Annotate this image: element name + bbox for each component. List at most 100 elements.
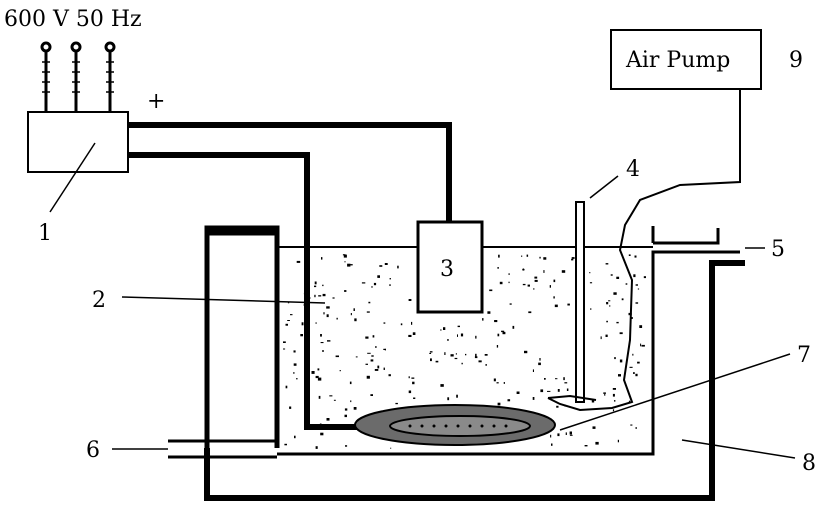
electrolyte-speck [311,371,315,374]
electrolyte-speck [616,276,620,279]
electrolyte-speck [533,288,535,290]
electrolyte-speck [379,265,383,267]
electrolyte-speck [413,397,416,399]
marker-3: 3 [440,257,454,282]
electrolyte-speck [478,360,482,363]
electrolyte-speck [526,254,529,257]
electrolyte-speck [592,426,596,429]
electrolyte-speck [296,260,301,263]
electrolyte-speck [343,254,347,258]
electrolyte-speck [293,350,296,353]
electrolyte-speck [314,281,317,285]
electrolyte-speck [564,404,566,407]
electrolyte-speck [600,336,602,340]
electrolyte-speck [314,294,316,298]
electrolyte-speck [630,317,633,319]
electrolyte-speck [395,402,398,405]
electrolyte-speck [365,336,369,339]
electrolyte-speck [565,432,567,435]
electrolyte-speck [347,263,351,267]
electrolyte-speck [630,424,633,426]
electrolyte-speck [590,308,592,310]
electrolyte-speck [569,434,573,436]
electrolyte-speck [639,325,643,328]
electrolyte-speck [303,303,306,306]
leader-7 [559,353,791,431]
electrolyte-speck [372,335,375,338]
electrolyte-speck [353,407,357,410]
electrolyte-speck [497,267,499,269]
electrolyte-speck [303,292,306,295]
electrolyte-speck [613,292,617,295]
electrolyte-speck [633,274,636,278]
electrolyte-speck [412,381,415,385]
electrolyte-speck [390,447,392,449]
electrolyte-speck [509,303,512,305]
electrolyte-speck [532,397,535,400]
electrolyte-speck [532,369,534,372]
electrolyte-speck [487,311,491,314]
electrolyte-speck [350,400,352,403]
electrolyte-speck [314,285,317,288]
electrolyte-speck [612,409,615,412]
electrolyte-speck [635,284,638,286]
electrolyte-speck [551,443,553,446]
electrolyte-speck [584,445,588,447]
inlet-pipe [204,225,280,448]
electrolyte-speck [557,389,560,392]
electrolyte-speck [329,395,333,397]
electrolyte-speck [564,382,568,384]
leader-lines [49,142,796,459]
electrolyte-speck [283,341,286,343]
electrolyte-speck [315,446,318,449]
electrolyte-speck [320,334,322,337]
electrolyte-speck [640,343,642,347]
electrolyte-speck [284,443,287,446]
electrolyte-speck [345,445,348,447]
electrolyte-speck [388,374,391,377]
electrolyte-speck [605,334,608,337]
electrolyte-speck [333,399,336,401]
electrolyte-speck [440,384,444,387]
electrolyte-speck [389,284,391,286]
electrolyte-speck [374,369,379,371]
electrolyte-speck [429,351,433,353]
electrolyte-speck [349,264,353,266]
electrolyte-speck [440,329,442,331]
electrolyte-speck [349,381,352,385]
electrolyte-speck [567,303,570,306]
electrolyte-speck [629,366,633,368]
electrolyte-speck [501,330,505,333]
electrolyte-speck [604,394,606,396]
electrolyte-speck [625,283,628,285]
electrolyte-speck [493,378,496,382]
electrolyte-speck [389,278,391,280]
electrolyte-speck [400,323,403,326]
electrolyte-speck [494,320,498,323]
electrolyte-speck [571,258,574,261]
thermometer-4 [575,201,585,403]
power-supply-box [27,111,129,173]
air-hose [547,89,741,412]
electrolyte-speck [516,391,520,394]
electrolyte-speck [641,344,645,347]
electrolyte-speck [569,431,572,435]
electrolyte-speck [317,377,322,381]
electrolyte-speck [318,295,322,297]
electrolyte-speck [550,434,552,438]
electrolyte-speck [370,359,374,362]
electrolyte-speck [556,405,559,408]
electrolyte-speck [553,279,556,283]
electrolyte-speck [612,388,616,390]
electrolyte-speck [332,297,335,299]
electrolyte-speck [617,439,619,443]
electrolyte-speck [320,342,324,344]
electrolyte-speck [457,325,460,328]
electrolyte-speck [605,263,609,265]
electrolyte-speck [540,389,544,393]
electrolyte-speck [557,433,560,437]
electrolyte-speck [293,372,295,374]
electrolyte-speck [321,257,323,260]
electrolyte-speck [539,256,541,259]
